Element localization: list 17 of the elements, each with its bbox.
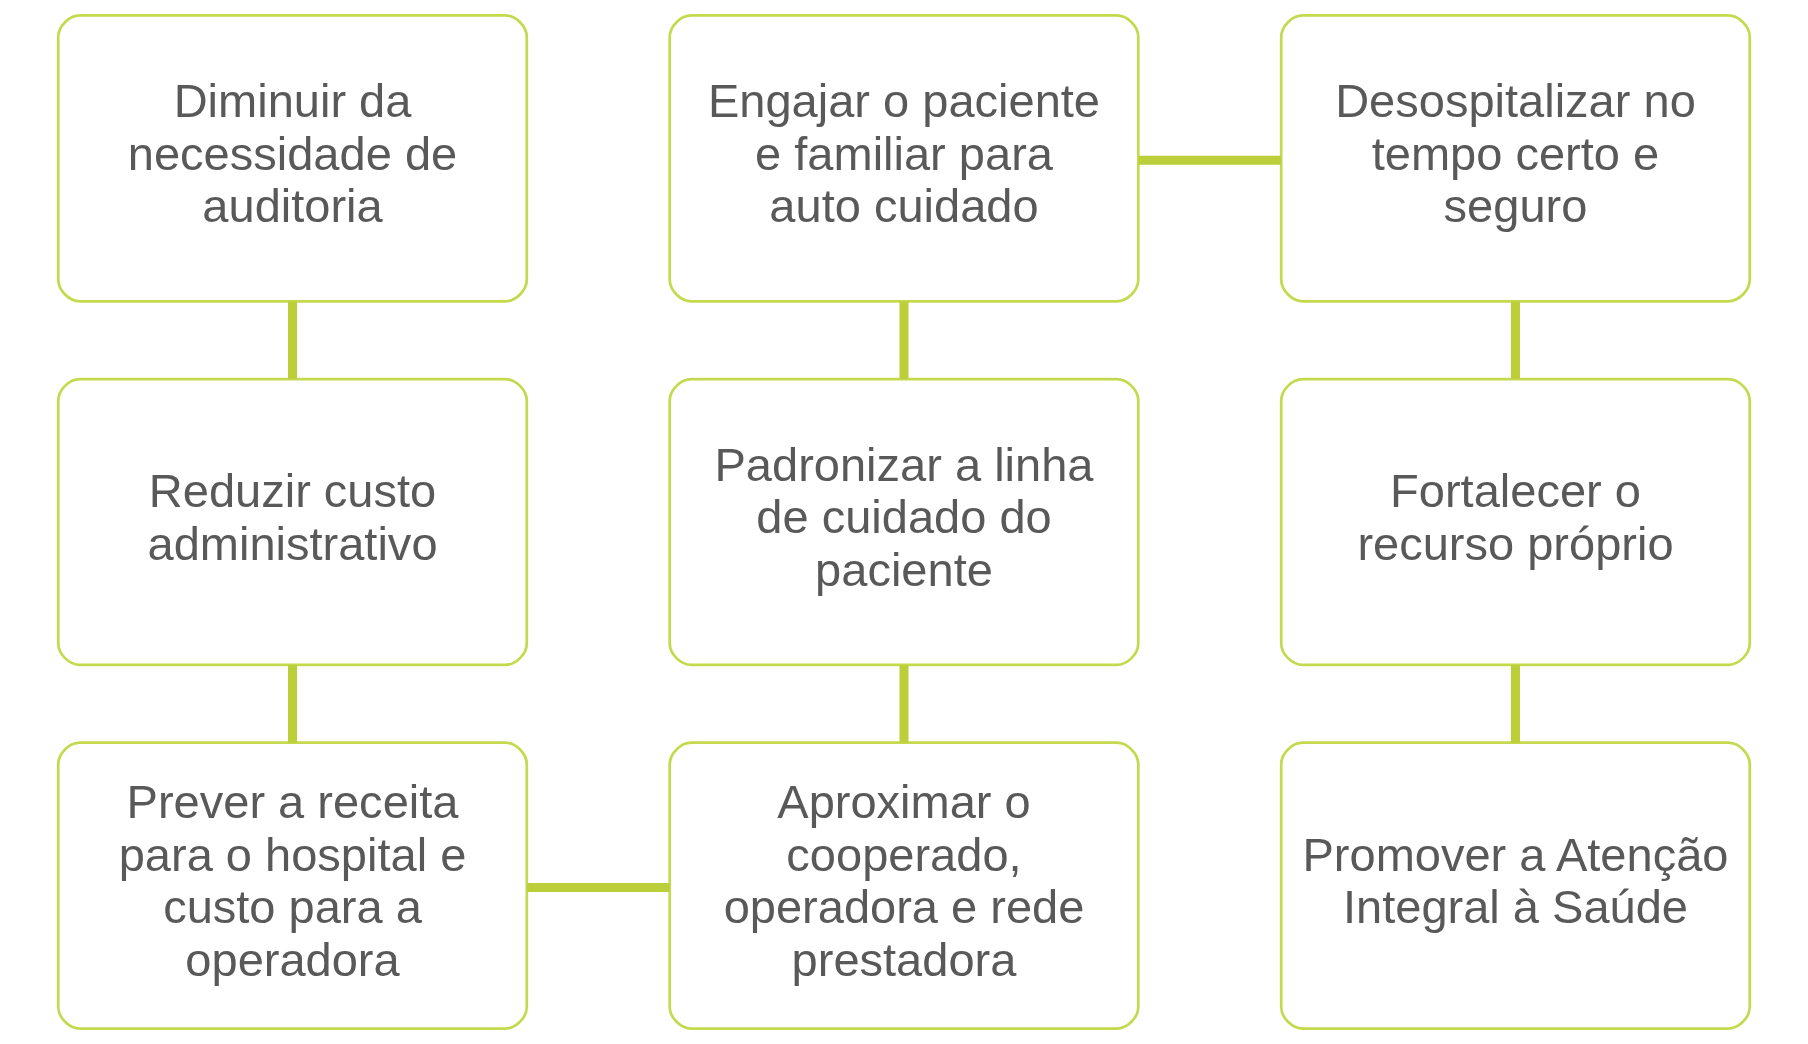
connector	[288, 665, 298, 743]
node-box: Engajar o paciente e familiar para auto cuidado	[668, 14, 1140, 303]
node-box: Fortalecer o recurso próprio	[1279, 377, 1752, 667]
node-box: Aproximar o cooperado, operadora e rede prestadora	[668, 741, 1140, 1030]
node-box: Prever a receita para o hospital e custo para a operadora	[56, 741, 529, 1030]
node-box: Diminuir da necessidade de auditoria	[56, 14, 529, 303]
connector	[288, 301, 298, 379]
node-box: Desospitalizar no tempo certo e seguro	[1279, 14, 1752, 303]
connector	[1510, 301, 1520, 379]
node-box: Reduzir custo administrativo	[56, 377, 529, 667]
connector	[1138, 155, 1281, 165]
connector	[899, 665, 909, 743]
connector	[899, 301, 909, 379]
connector	[1510, 665, 1520, 743]
connector	[527, 882, 670, 892]
node-box: Padronizar a linha de cuidado do paciente	[668, 377, 1140, 667]
node-box: Promover a Atenção Integral à Saúde	[1279, 741, 1752, 1030]
